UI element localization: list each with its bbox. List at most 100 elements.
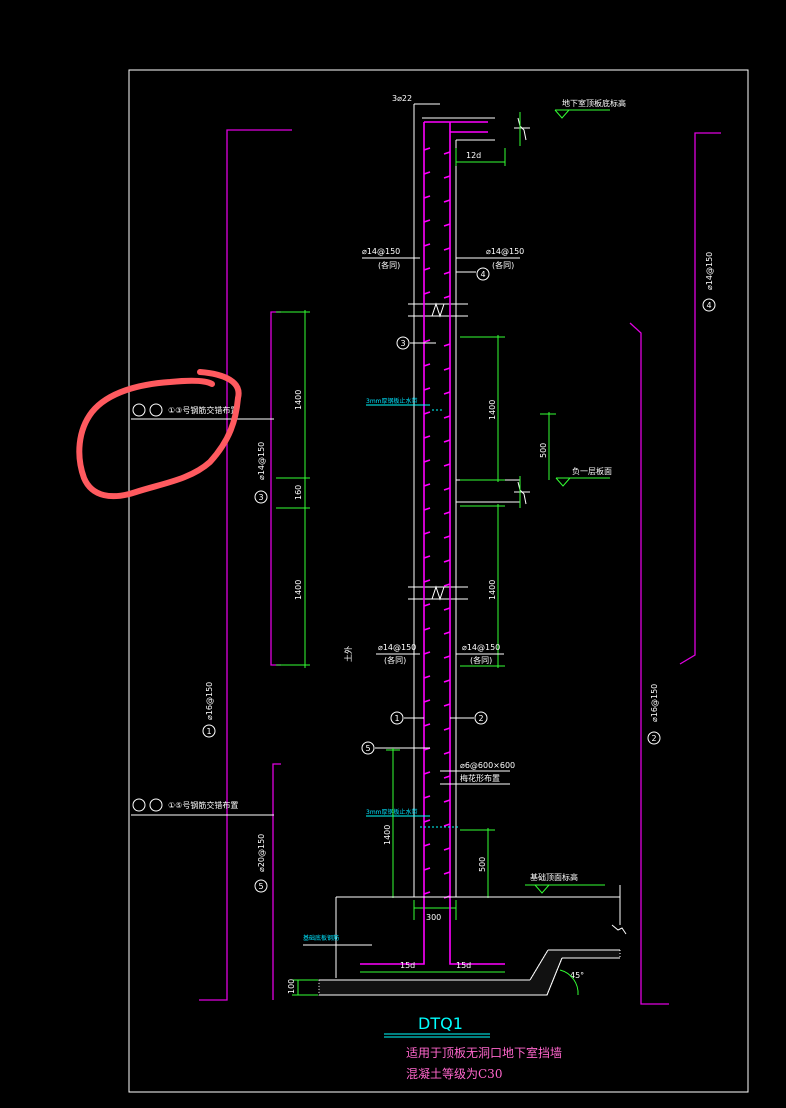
rebar-tick-marks (423, 147, 451, 899)
right-dimension-chain-lower: 1400 (460, 504, 505, 668)
rebar-tick (443, 343, 451, 347)
rebar-tick (423, 675, 431, 679)
svg-text:⌀16@150: ⌀16@150 (650, 684, 659, 722)
svg-text:500: 500 (539, 443, 548, 458)
rebar-tick (423, 339, 431, 343)
rebar-tick (443, 679, 451, 683)
drawing-frame (128, 69, 749, 1093)
svg-text:⌀14@150: ⌀14@150 (462, 643, 500, 652)
svg-text:①⑤号钢筋交错布置: ①⑤号钢筋交错布置 (168, 800, 238, 810)
rebar-tick (423, 603, 431, 607)
waterstop-note-1: 3mm厚钢板止水带 (366, 397, 418, 405)
callout-1-5: ①⑤号钢筋交错布置 (131, 798, 274, 816)
top-bars-label: 3⌀22 (392, 94, 412, 103)
rebar-tick (423, 171, 431, 175)
rebar-tick (443, 751, 451, 755)
drawing-title-block: DTQ1 适用于顶板无洞口地下室挡墙 混凝土等级为C30 (384, 1014, 562, 1081)
rebar-tick (443, 631, 451, 635)
rebar-tick (423, 579, 431, 583)
rebar-tick (423, 795, 431, 799)
side-rebar-1-group: 1 ⌀16@150 (202, 682, 216, 738)
svg-text:(各同): (各同) (492, 260, 514, 270)
wall-rebars (423, 121, 488, 905)
rebar-tick (443, 415, 451, 419)
rebar-diagram-3 (270, 311, 281, 666)
rebar-tick (443, 439, 451, 443)
rebar-tick (443, 199, 451, 203)
rebar-tick (423, 507, 431, 511)
rebar-diagram-5 (272, 763, 281, 1000)
top-break-symbol (514, 112, 530, 146)
lower-dimensions: 1400 500 (383, 748, 495, 898)
svg-text:(各同): (各同) (384, 655, 406, 665)
svg-text:2: 2 (651, 734, 656, 743)
rebar-tick (423, 771, 431, 775)
rebar-tick (443, 655, 451, 659)
rebar-tick (443, 247, 451, 251)
svg-text:160: 160 (294, 485, 303, 500)
rebar-tick (443, 799, 451, 803)
rebar-tick (443, 727, 451, 731)
rebar-tick (443, 703, 451, 707)
rebar-tick (423, 195, 431, 199)
svg-text:3: 3 (258, 493, 263, 502)
svg-text:梅花形布置: 梅花形布置 (460, 773, 500, 783)
rebar-tick (423, 147, 431, 151)
rebar-tick (423, 435, 431, 439)
mid-level: 负一层板面 (514, 466, 612, 508)
side-rebar-3-group: 3 ⌀14@150 (254, 442, 268, 504)
rebar-tick (443, 535, 451, 539)
rebar-tick (423, 267, 431, 271)
side-rebar-4-group: 4 ⌀14@150 (702, 252, 716, 312)
foundation: 基础顶面标高 300 15d 15d 基础底板钢筋 45° 100 (287, 872, 627, 996)
svg-text:3: 3 (400, 339, 405, 348)
svg-text:5: 5 (365, 744, 370, 753)
hand-drawn-highlight-circle (76, 369, 242, 500)
rebar-tick (443, 295, 451, 299)
waterstop-note-2: 3mm厚钢板止水带 (366, 808, 418, 816)
svg-text:⌀14@150: ⌀14@150 (486, 247, 524, 256)
svg-text:1400: 1400 (488, 400, 497, 420)
svg-text:2: 2 (478, 714, 483, 723)
rebar-diagram-2 (629, 322, 669, 1005)
svg-text:15d: 15d (400, 961, 415, 970)
svg-text:⌀6@600×600: ⌀6@600×600 (460, 761, 515, 770)
rebar-tick (443, 823, 451, 827)
rebar-tick (443, 271, 451, 275)
rebar-tick (443, 511, 451, 515)
dim-12d: 12d (455, 148, 506, 166)
rebar-tick (423, 699, 431, 703)
svg-text:⌀16@150: ⌀16@150 (205, 682, 214, 720)
svg-text:1400: 1400 (488, 580, 497, 600)
rebar-diagram-1 (199, 129, 292, 1001)
rebar-tick (423, 867, 431, 871)
rebar-diagram-4 (679, 132, 721, 665)
marker-5: 5 (361, 741, 430, 755)
svg-text:4: 4 (706, 301, 711, 310)
rebar-tick (423, 219, 431, 223)
rebar-tick (423, 483, 431, 487)
rebar-tick (443, 487, 451, 491)
top-level-label: 地下室顶板底标高 (562, 98, 626, 108)
rebar-tick (423, 627, 431, 631)
svg-text:1400: 1400 (294, 580, 303, 600)
lower-rebar-labels: ⌀14@150 (各同) ⌀14@150 (各同) (376, 643, 504, 665)
svg-text:12d: 12d (466, 151, 481, 160)
rebar-tick (443, 847, 451, 851)
left-dimension-chain: 1400 160 1400 (276, 310, 310, 668)
svg-text:负一层板面: 负一层板面 (572, 466, 612, 476)
svg-text:⌀14@150: ⌀14@150 (257, 442, 266, 480)
svg-text:(各同): (各同) (470, 655, 492, 665)
rebar-tick (443, 175, 451, 179)
svg-text:(各同): (各同) (378, 260, 400, 270)
rebar-tick (443, 583, 451, 587)
svg-text:100: 100 (287, 979, 296, 994)
rebar-tick (423, 555, 431, 559)
svg-text:4: 4 (480, 270, 485, 279)
rebar-tick (443, 775, 451, 779)
callout-1-3: ①③号钢筋交错布置 (131, 403, 274, 420)
rebar-tick (423, 843, 431, 847)
rebar-tick (423, 291, 431, 295)
marker-1: 1 (390, 711, 424, 725)
